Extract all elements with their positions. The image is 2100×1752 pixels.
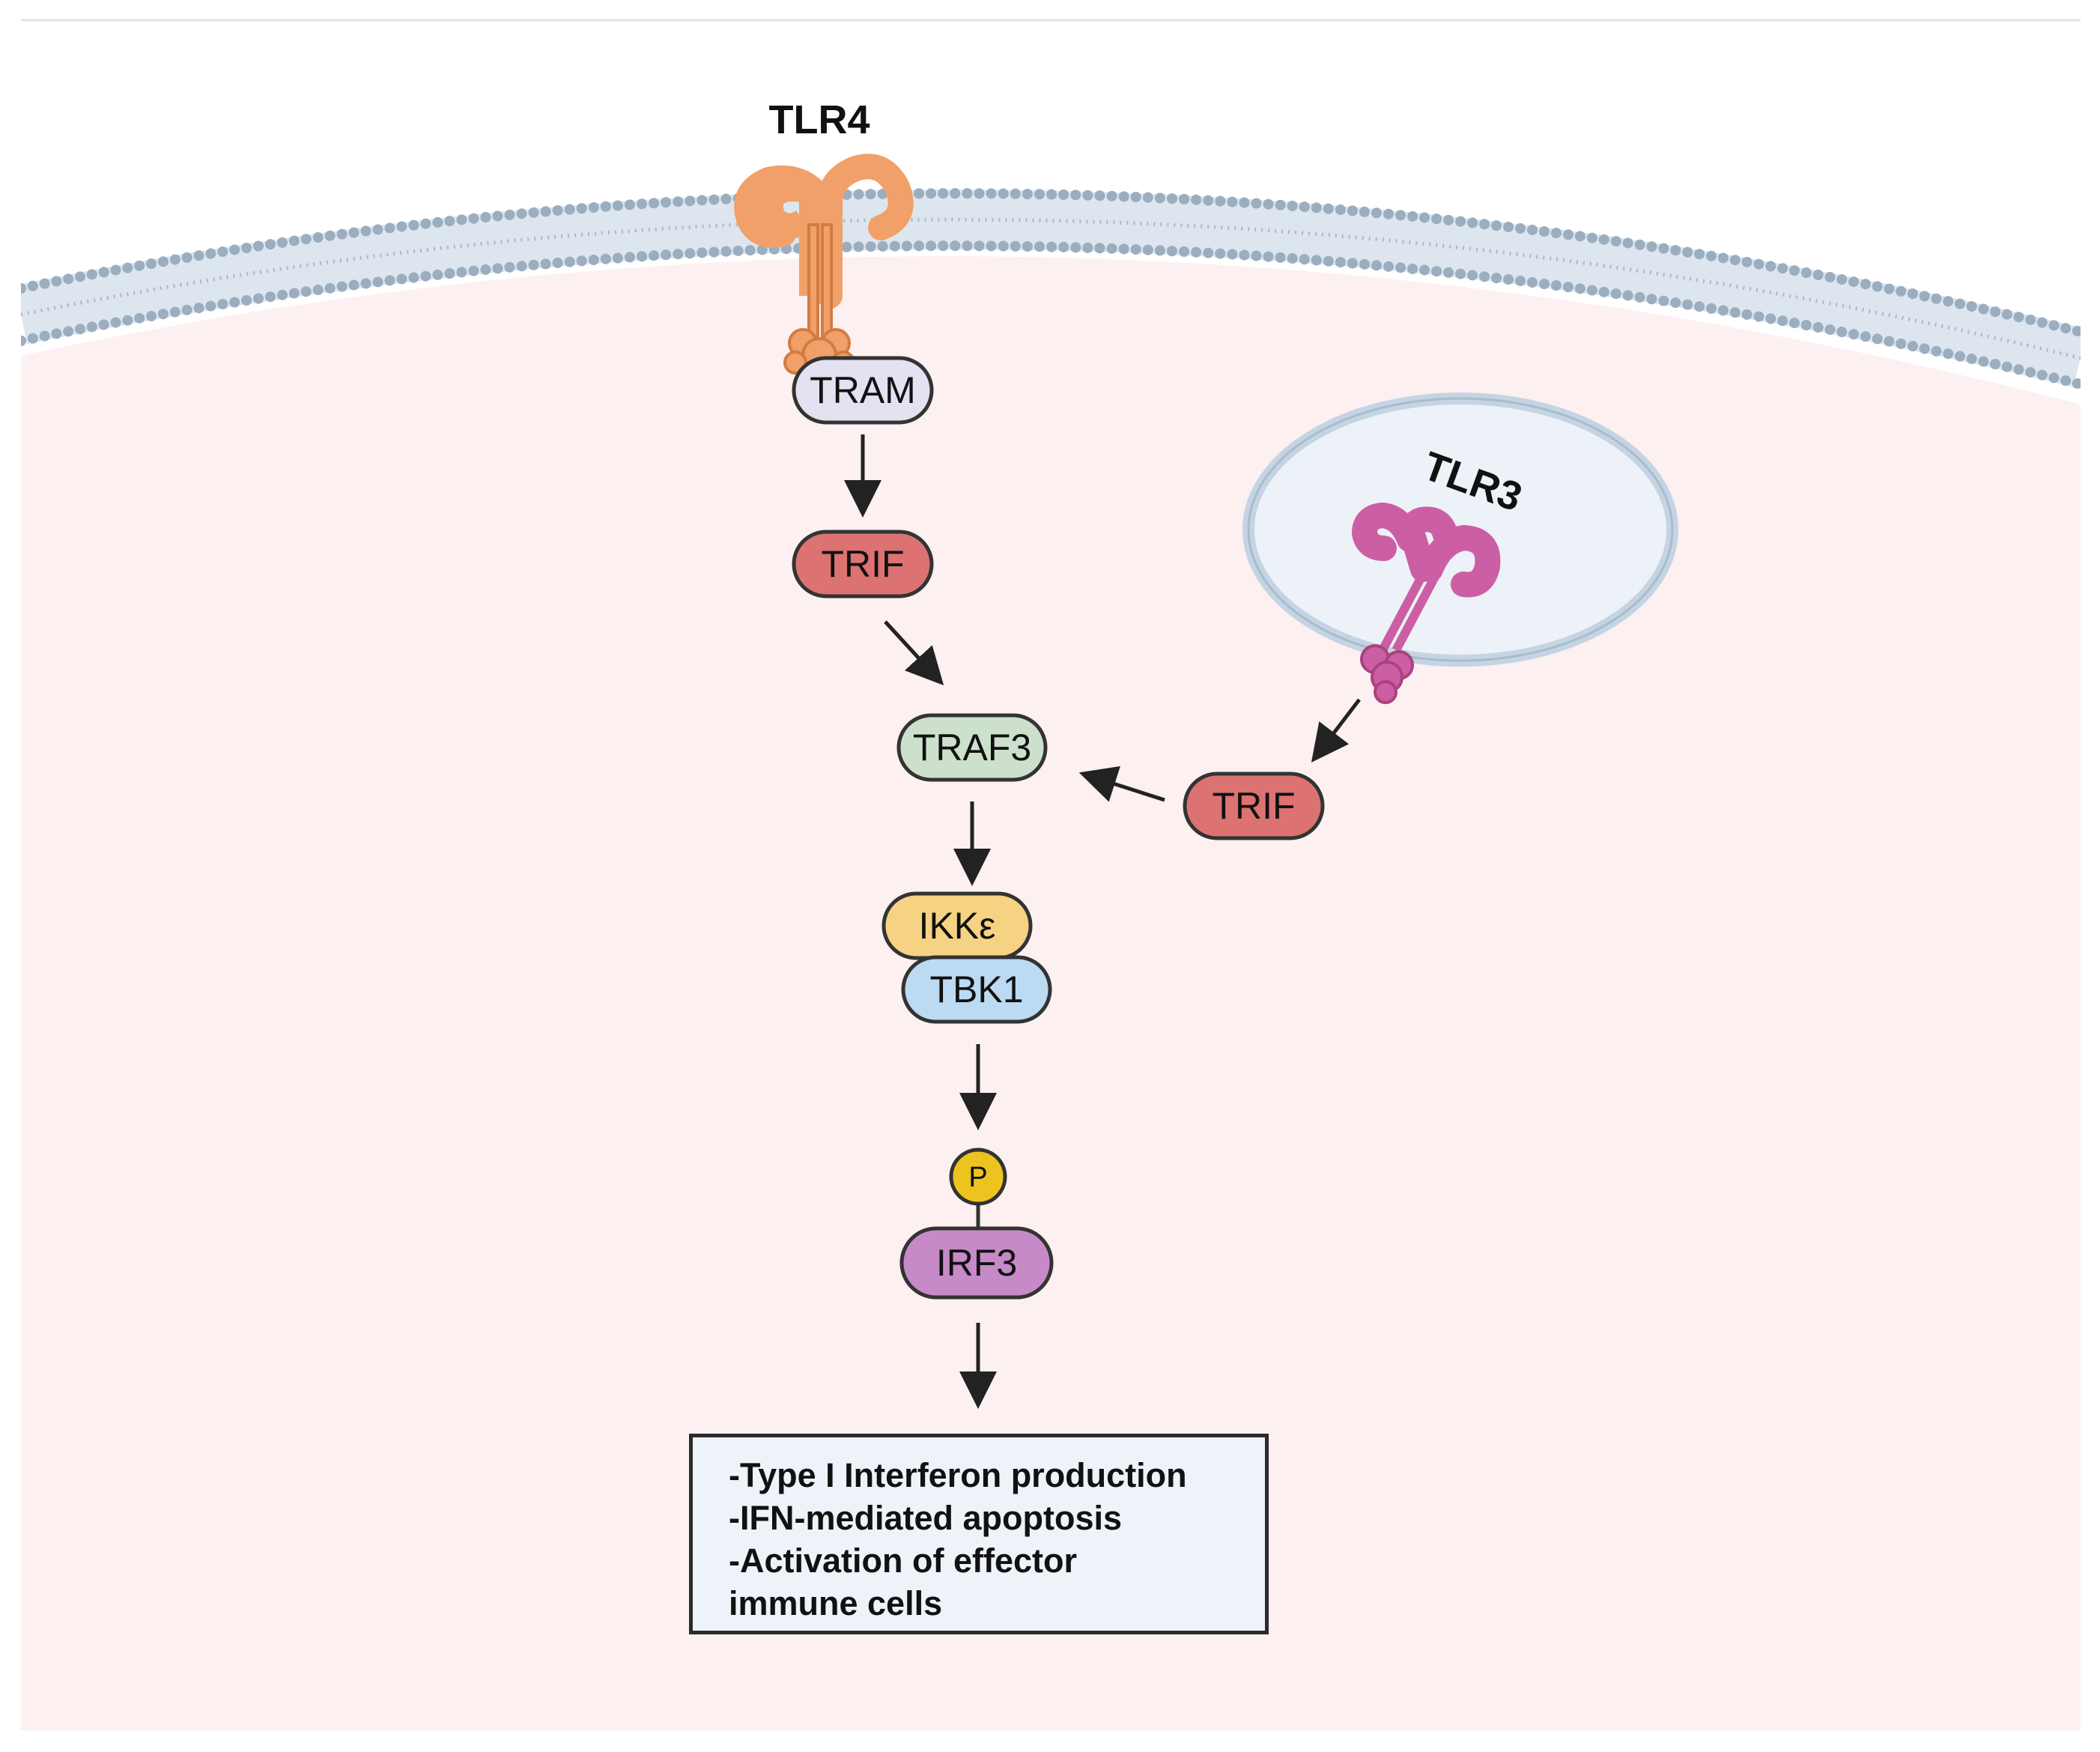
traf3-node: TRAF3 bbox=[896, 713, 1048, 782]
arrow-trif-to-traf3-right bbox=[1078, 766, 1165, 802]
ikke-label: IKKε bbox=[919, 905, 996, 947]
phosphate-node: P bbox=[949, 1148, 1007, 1206]
trif-left-label: TRIF bbox=[821, 543, 904, 585]
tlr4-receptor-icon bbox=[734, 154, 914, 375]
irf3-label: IRF3 bbox=[936, 1242, 1017, 1284]
trif-right-label: TRIF bbox=[1212, 785, 1295, 827]
irf3-node: IRF3 bbox=[899, 1226, 1054, 1300]
tram-node: TRAM bbox=[792, 356, 934, 425]
tbk1-node: TBK1 bbox=[901, 955, 1052, 1024]
outcome-line: -Type I Interferon production bbox=[729, 1456, 1187, 1494]
outcomes-box: -Type I Interferon production -IFN-media… bbox=[689, 1434, 1269, 1634]
tlr4-label: TLR4 bbox=[769, 97, 870, 142]
outcome-line: -Activation of effector bbox=[729, 1542, 1078, 1580]
pathway-arrows bbox=[844, 434, 1361, 1409]
arrow-trif-to-traf3 bbox=[884, 620, 944, 686]
phosphate-label: P bbox=[968, 1162, 987, 1193]
arrow-tlr3-to-trif bbox=[1311, 698, 1361, 763]
ikke-node: IKKε bbox=[881, 891, 1033, 960]
outcome-line: immune cells bbox=[729, 1584, 943, 1622]
trif-node-right: TRIF bbox=[1183, 772, 1325, 840]
tlr3-receptor-icon bbox=[1351, 502, 1501, 704]
tbk1-label: TBK1 bbox=[929, 969, 1023, 1010]
cell-membrane bbox=[21, 188, 2081, 389]
trif-node-left: TRIF bbox=[792, 530, 934, 598]
outcome-line: -IFN-mediated apoptosis bbox=[729, 1499, 1123, 1537]
traf3-label: TRAF3 bbox=[913, 727, 1031, 769]
tram-label: TRAM bbox=[810, 369, 916, 411]
